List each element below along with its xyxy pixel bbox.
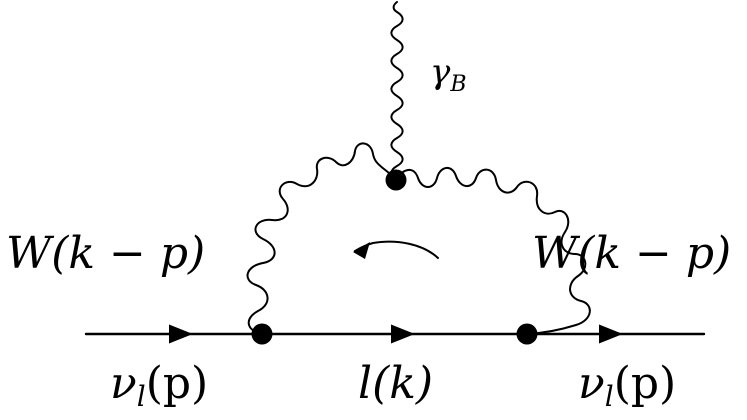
right-w-propagator [395, 167, 591, 335]
right-w-label: W(k − p) [532, 228, 731, 279]
left-w-propagator [246, 142, 397, 335]
right-vertex-icon [516, 323, 538, 345]
photon-propagator [390, 1, 404, 181]
right-neutrino-label: νl(p) [578, 358, 676, 413]
left-vertex-icon [251, 323, 273, 345]
photon-label: γB [430, 52, 467, 97]
lepton-label: l(k) [358, 358, 433, 409]
left-neutrino-label: νl(p) [110, 358, 208, 413]
loop-arrow-icon [353, 242, 370, 259]
top-vertex-icon [385, 169, 407, 191]
left-w-label: W(k − p) [6, 228, 205, 279]
